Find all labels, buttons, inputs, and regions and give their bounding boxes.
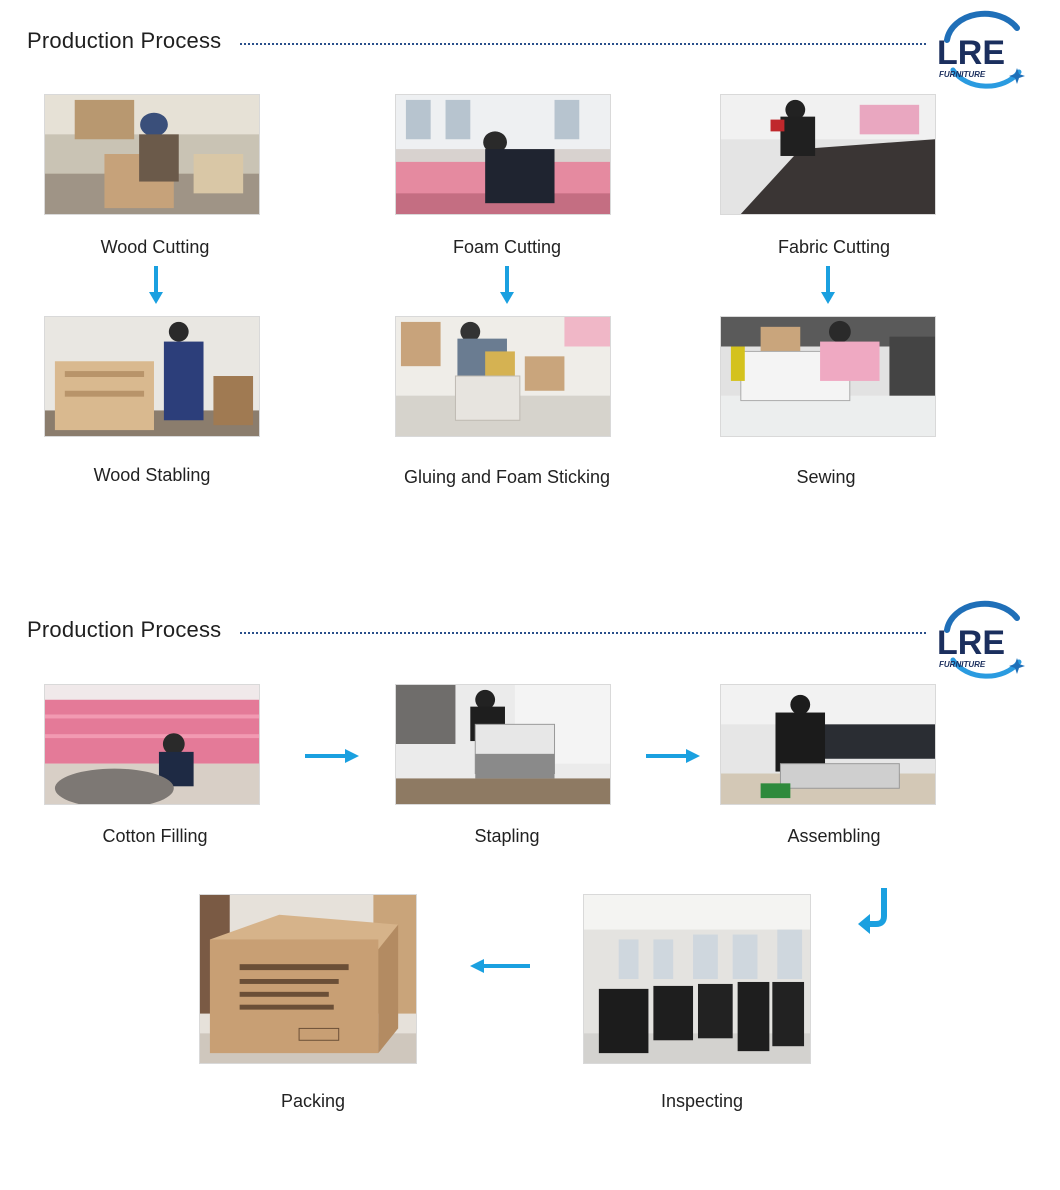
section-title-2: Production Process bbox=[27, 617, 222, 642]
photo-fabric-cutting bbox=[720, 94, 936, 215]
photo-cotton-filling bbox=[44, 684, 260, 805]
lre-logo-1: LRE FURNITURE bbox=[933, 8, 1029, 94]
arrow-down-icon-1 bbox=[149, 266, 163, 304]
arrow-left-icon bbox=[470, 959, 530, 973]
arrow-turn-down-left-icon bbox=[858, 888, 887, 934]
arrow-right-icon-2 bbox=[646, 749, 700, 763]
photo-sewing bbox=[720, 316, 936, 437]
photo-foam-cutting bbox=[395, 94, 611, 215]
logo-main-text: LRE bbox=[937, 34, 1005, 72]
caption-wood-cutting: Wood Cutting bbox=[100, 237, 210, 257]
lre-logo-2: LRE FURNITURE bbox=[933, 598, 1029, 684]
arrow-down-icon-2 bbox=[500, 266, 514, 304]
photo-inspecting bbox=[583, 894, 811, 1064]
caption-inspecting: Inspecting bbox=[660, 1091, 744, 1111]
caption-packing: Packing bbox=[280, 1091, 346, 1111]
caption-cotton-filling: Cotton Filling bbox=[102, 826, 208, 846]
photo-gluing-foam bbox=[395, 316, 611, 437]
logo-main-text: LRE bbox=[937, 624, 1005, 662]
logo-sub-text: FURNITURE bbox=[939, 70, 986, 79]
photo-packing bbox=[199, 894, 417, 1064]
photo-assembling bbox=[720, 684, 936, 805]
section-rule-2 bbox=[240, 632, 926, 634]
caption-sewing: Sewing bbox=[796, 467, 856, 487]
photo-wood-stabling bbox=[44, 316, 260, 437]
section-title-1: Production Process bbox=[27, 28, 222, 53]
caption-wood-stabling: Wood Stabling bbox=[93, 465, 211, 485]
arrow-down-icon-3 bbox=[821, 266, 835, 304]
caption-gluing-foam: Gluing and Foam Sticking bbox=[403, 467, 611, 487]
sparkle-icon bbox=[1009, 68, 1025, 84]
sparkle-icon bbox=[1009, 658, 1025, 674]
photo-wood-cutting bbox=[44, 94, 260, 215]
logo-sub-text: FURNITURE bbox=[939, 660, 986, 669]
caption-assembling: Assembling bbox=[787, 826, 881, 846]
photo-stapling bbox=[395, 684, 611, 805]
section-rule-1 bbox=[240, 43, 926, 45]
caption-fabric-cutting: Fabric Cutting bbox=[777, 237, 891, 257]
arrow-right-icon-1 bbox=[305, 749, 359, 763]
caption-stapling: Stapling bbox=[474, 826, 540, 846]
caption-foam-cutting: Foam Cutting bbox=[452, 237, 562, 257]
